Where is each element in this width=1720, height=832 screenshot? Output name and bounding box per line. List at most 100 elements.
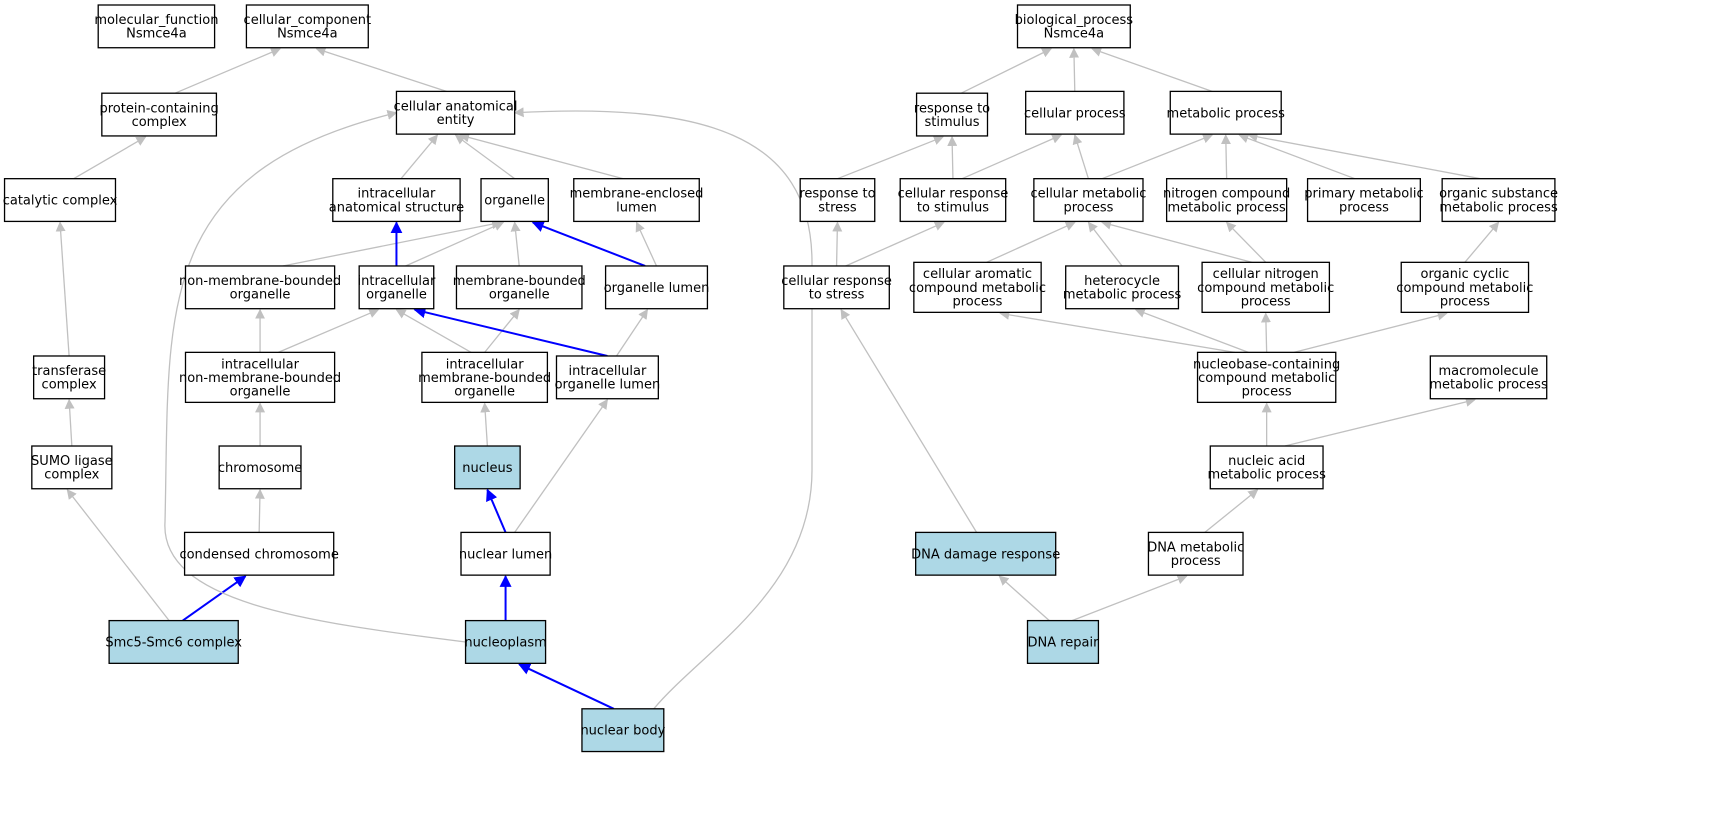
- edge-org-cyc-to-org-sub-metab: [1464, 221, 1500, 263]
- node-label: organic cyclic: [1420, 267, 1509, 282]
- edge-catalytic-to-protein-complex: [73, 136, 147, 180]
- node-nucleoplasm[interactable]: nucleoplasm: [464, 619, 547, 664]
- node-label: Nsmce4a: [126, 27, 187, 42]
- node-organelle[interactable]: organelle: [480, 178, 549, 223]
- node-label: Nsmce4a: [277, 27, 338, 42]
- edge-dna-repair-to-dna-metab: [1071, 574, 1188, 622]
- node-label: lumen: [616, 200, 657, 215]
- node-label: chromosome: [218, 461, 302, 476]
- edges-layer: [55, 46, 1500, 710]
- node-cell-proc[interactable]: cellular process: [1024, 90, 1126, 135]
- node-label: compound metabolic: [1198, 371, 1335, 386]
- edge-ic-mem-to-ic-org: [395, 309, 472, 353]
- edge-mem-enc-lumen-to-cell-anat: [459, 132, 624, 180]
- edge-ic-nonmem-to-ic-org: [277, 308, 380, 353]
- edge-resp-stress-to-resp-stim: [837, 135, 944, 180]
- node-label: process: [1241, 294, 1291, 309]
- node-box: [783, 265, 890, 310]
- node-box: [1441, 178, 1556, 223]
- node-label: membrane-enclosed: [570, 187, 704, 202]
- edge-ic-org-lumen-to-org-lumen: [615, 308, 648, 357]
- node-label: cellular metabolic: [1030, 187, 1146, 202]
- node-box: [1033, 178, 1144, 223]
- edge-org-sub-metab-to-metab-proc: [1247, 131, 1481, 180]
- node-ic-nonmem[interactable]: intracellularnon-membrane-boundedorganel…: [179, 351, 341, 404]
- edge-cell-anat-to-cc-root: [315, 46, 447, 93]
- node-label: organelle: [484, 194, 545, 209]
- node-label: to stimulus: [917, 200, 989, 215]
- node-label: complex: [132, 115, 187, 130]
- edge-metab-proc-to-bp-root: [1091, 47, 1213, 92]
- edge-nuc-body-to-nucleoplasm: [518, 663, 615, 710]
- node-box: [460, 531, 551, 576]
- node-dna-repair[interactable]: DNA repair: [1026, 619, 1099, 664]
- node-label: compound metabolic: [1197, 281, 1334, 296]
- node-org-lumen[interactable]: organelle lumen: [604, 265, 710, 310]
- node-metab-proc[interactable]: metabolic process: [1167, 90, 1286, 135]
- node-label: nucleobase-containing: [1193, 357, 1340, 372]
- node-smc[interactable]: Smc5-Smc6 complex: [105, 619, 242, 664]
- edge-sumo-to-transferase: [64, 398, 75, 447]
- node-label: cellular process: [1024, 106, 1126, 121]
- node-label: nucleoplasm: [464, 635, 546, 650]
- edge-nuclear-body-to-cell-anat: [513, 107, 813, 710]
- edge-cell-proc-to-bp-root: [1069, 47, 1080, 92]
- edge-prim-metab-to-metab-proc: [1238, 133, 1356, 180]
- node-label: organelle: [230, 288, 291, 303]
- node-label: entity: [437, 113, 475, 128]
- node-label: organelle: [366, 288, 427, 303]
- edge-nitro-metab-to-metab-proc: [1220, 134, 1231, 179]
- node-nucleus[interactable]: nucleus: [453, 445, 521, 490]
- node-nuc-body[interactable]: nuclear body: [580, 708, 666, 753]
- node-label: metabolic process: [1207, 468, 1326, 483]
- node-dna-damage[interactable]: DNA damage response: [911, 531, 1060, 576]
- node-catalytic[interactable]: catalytic complex: [3, 178, 118, 223]
- edge-nucleobase-to-org-cyc: [1293, 310, 1448, 353]
- edge-nucleoplasm-to-cell-anat: [164, 110, 466, 643]
- edge-dna-damage-to-cell-resp-stress: [840, 308, 978, 533]
- node-box: [1201, 261, 1331, 313]
- edge-hetero-to-cell-metab: [1087, 221, 1123, 267]
- node-label: cellular aromatic: [923, 267, 1032, 282]
- node-cond-chrom[interactable]: condensed chromosome: [179, 531, 339, 576]
- node-chromosome[interactable]: chromosome: [218, 445, 302, 490]
- edge-nucleus-to-ic-mem: [480, 402, 491, 447]
- node-nuc-lumen[interactable]: nuclear lumen: [459, 531, 552, 576]
- edge-cell-arom-to-cell-metab: [986, 221, 1076, 263]
- node-label: nucleic acid: [1228, 454, 1305, 469]
- edge-nucleobase-to-hetero: [1134, 308, 1249, 353]
- node-box: [464, 619, 547, 664]
- node-label: organelle lumen: [604, 281, 710, 296]
